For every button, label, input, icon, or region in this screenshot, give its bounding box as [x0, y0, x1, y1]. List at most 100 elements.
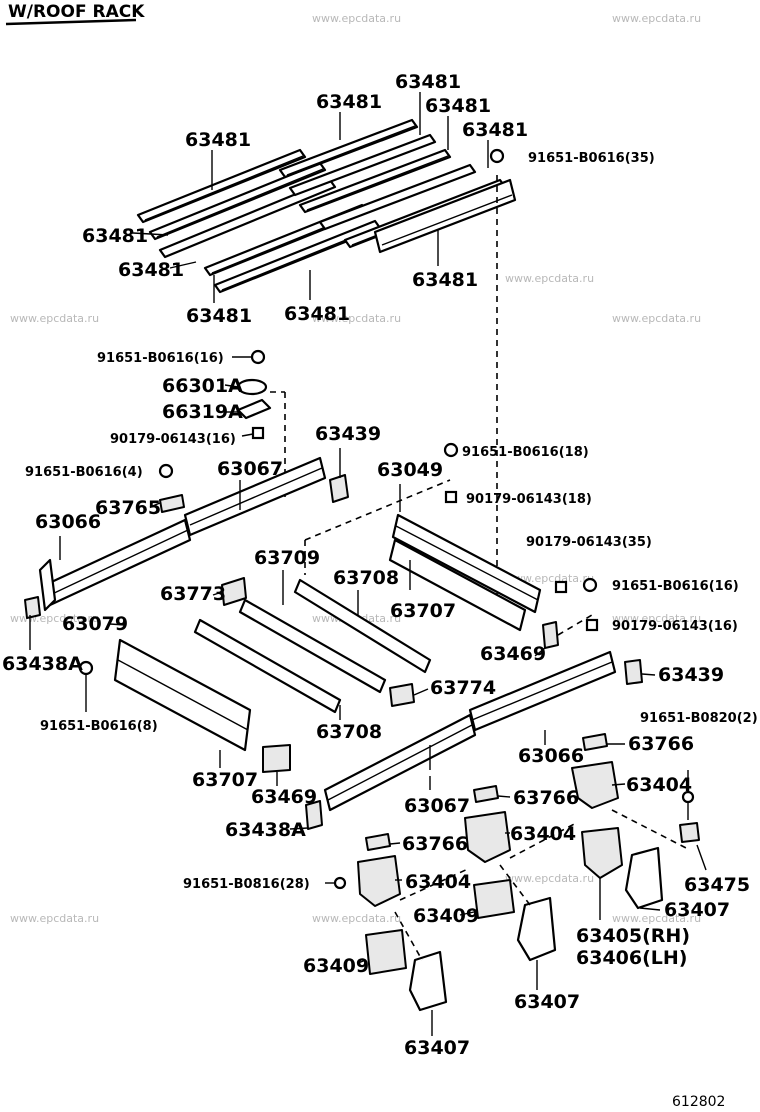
watermark-text: www.epcdata.ru — [312, 312, 401, 325]
slat-part — [278, 118, 419, 179]
clip-part — [473, 785, 499, 803]
part-label: 63766 — [628, 733, 694, 755]
part-labels: 63481 63481 63481 63481 63481 91651-B061… — [2, 71, 758, 1059]
end-cap-part — [329, 474, 349, 503]
part-label: 63481 — [412, 269, 478, 291]
cross-member-part — [193, 618, 342, 714]
part-label: 91651-B0816(28) — [183, 877, 310, 892]
part-label: 63773 — [160, 583, 226, 605]
part-label: 63409 — [413, 905, 479, 927]
watermark-text: www.epcdata.ru — [312, 12, 401, 25]
clip-part — [159, 494, 185, 513]
watermark-text: www.epcdata.ru — [505, 572, 594, 585]
part-label: 63049 — [377, 459, 443, 481]
part-label: 63708 — [333, 567, 399, 589]
figure-number: 612802 — [672, 1094, 725, 1110]
part-label: 63765 — [95, 497, 161, 519]
leaders-lower — [29, 356, 707, 1036]
pad-part — [365, 929, 407, 975]
slat-part — [148, 161, 327, 241]
part-label: 63407 — [404, 1037, 470, 1059]
pad-part — [473, 879, 515, 919]
part-label: 63708 — [316, 721, 382, 743]
part-label: 63079 — [62, 613, 128, 635]
slat-part — [318, 163, 477, 231]
bolt-icon — [443, 442, 459, 458]
watermark-text: www.epcdata.ru — [612, 912, 701, 925]
part-label: 63439 — [315, 423, 381, 445]
bracket-icon — [236, 398, 272, 420]
rails — [24, 456, 643, 851]
part-label: 63481 — [462, 119, 528, 141]
foot-part — [624, 846, 664, 910]
clip-part — [221, 577, 247, 606]
brackets — [333, 761, 700, 1012]
part-label: 63707 — [390, 600, 456, 622]
part-label: 63766 — [513, 787, 579, 809]
slat-part — [288, 133, 437, 197]
diagram-title: W/ROOF RACK — [8, 2, 145, 22]
part-label: 63407 — [514, 991, 580, 1013]
watermark-text: www.epcdata.ru — [312, 912, 401, 925]
slat-part — [136, 148, 307, 224]
bolt-icon — [489, 148, 505, 164]
part-label: 63066 — [35, 511, 101, 533]
watermark-text: www.epcdata.ru — [612, 12, 701, 25]
part-label: 63405(RH) — [576, 925, 690, 947]
part-label: 90179-06143(35) — [526, 535, 652, 550]
part-label: 63469 — [251, 786, 317, 808]
watermark-text: www.epcdata.ru — [612, 312, 701, 325]
watermark-text: www.epcdata.ru — [10, 912, 99, 925]
clip-part — [262, 744, 291, 773]
slat-part — [373, 178, 517, 254]
part-label: 90179-06143(18) — [466, 492, 592, 507]
lower-rail-part — [388, 538, 527, 632]
bolt-icon — [582, 577, 598, 593]
part-label: 63438A — [225, 819, 306, 841]
part-label: 63481 — [118, 259, 184, 281]
part-label: 66301A — [162, 375, 243, 397]
bolt-icon — [78, 660, 94, 676]
part-label: 63067 — [404, 795, 470, 817]
nut-icon — [585, 618, 599, 632]
watermark-text: www.epcdata.ru — [612, 612, 701, 625]
cross-member-part — [293, 578, 432, 674]
foot-part — [408, 950, 448, 1012]
part-label: 63067 — [217, 458, 283, 480]
part-label: 63707 — [192, 769, 258, 791]
bracket-part — [679, 822, 700, 843]
part-label: 63475 — [684, 874, 750, 896]
bolt-icon — [250, 349, 266, 365]
end-cap-part — [624, 659, 643, 685]
nut-icon — [251, 426, 265, 440]
clip-part — [389, 683, 415, 707]
part-label: 63406(LH) — [576, 947, 687, 969]
part-label: 91651-B0616(16) — [97, 351, 224, 366]
part-label: 90179-06143(16) — [612, 619, 738, 634]
watermark-text: www.epcdata.ru — [10, 312, 99, 325]
part-label: 63066 — [518, 745, 584, 767]
part-label: 91651-B0616(35) — [528, 151, 655, 166]
nut-icon — [444, 490, 458, 504]
slat-part — [158, 178, 337, 259]
part-label: 63481 — [185, 129, 251, 151]
bracket-part — [571, 761, 619, 809]
part-label: 63481 — [316, 91, 382, 113]
clip-part — [582, 733, 608, 751]
clip-part — [542, 621, 559, 649]
bolt-icon — [333, 876, 347, 890]
part-label: 63469 — [480, 643, 546, 665]
bracket-part — [464, 811, 511, 863]
part-label: 91651-B0616(18) — [462, 445, 589, 460]
clip-part — [365, 833, 391, 851]
part-label: 63409 — [303, 955, 369, 977]
part-label: 63709 — [254, 547, 320, 569]
part-label: 63404 — [626, 774, 692, 796]
part-label: 63439 — [658, 664, 724, 686]
part-label: 63438A — [2, 653, 83, 675]
part-label: 90179-06143(16) — [110, 432, 236, 447]
watermark-text: www.epcdata.ru — [505, 872, 594, 885]
part-label: 63404 — [510, 823, 576, 845]
part-label: 66319A — [162, 401, 243, 423]
